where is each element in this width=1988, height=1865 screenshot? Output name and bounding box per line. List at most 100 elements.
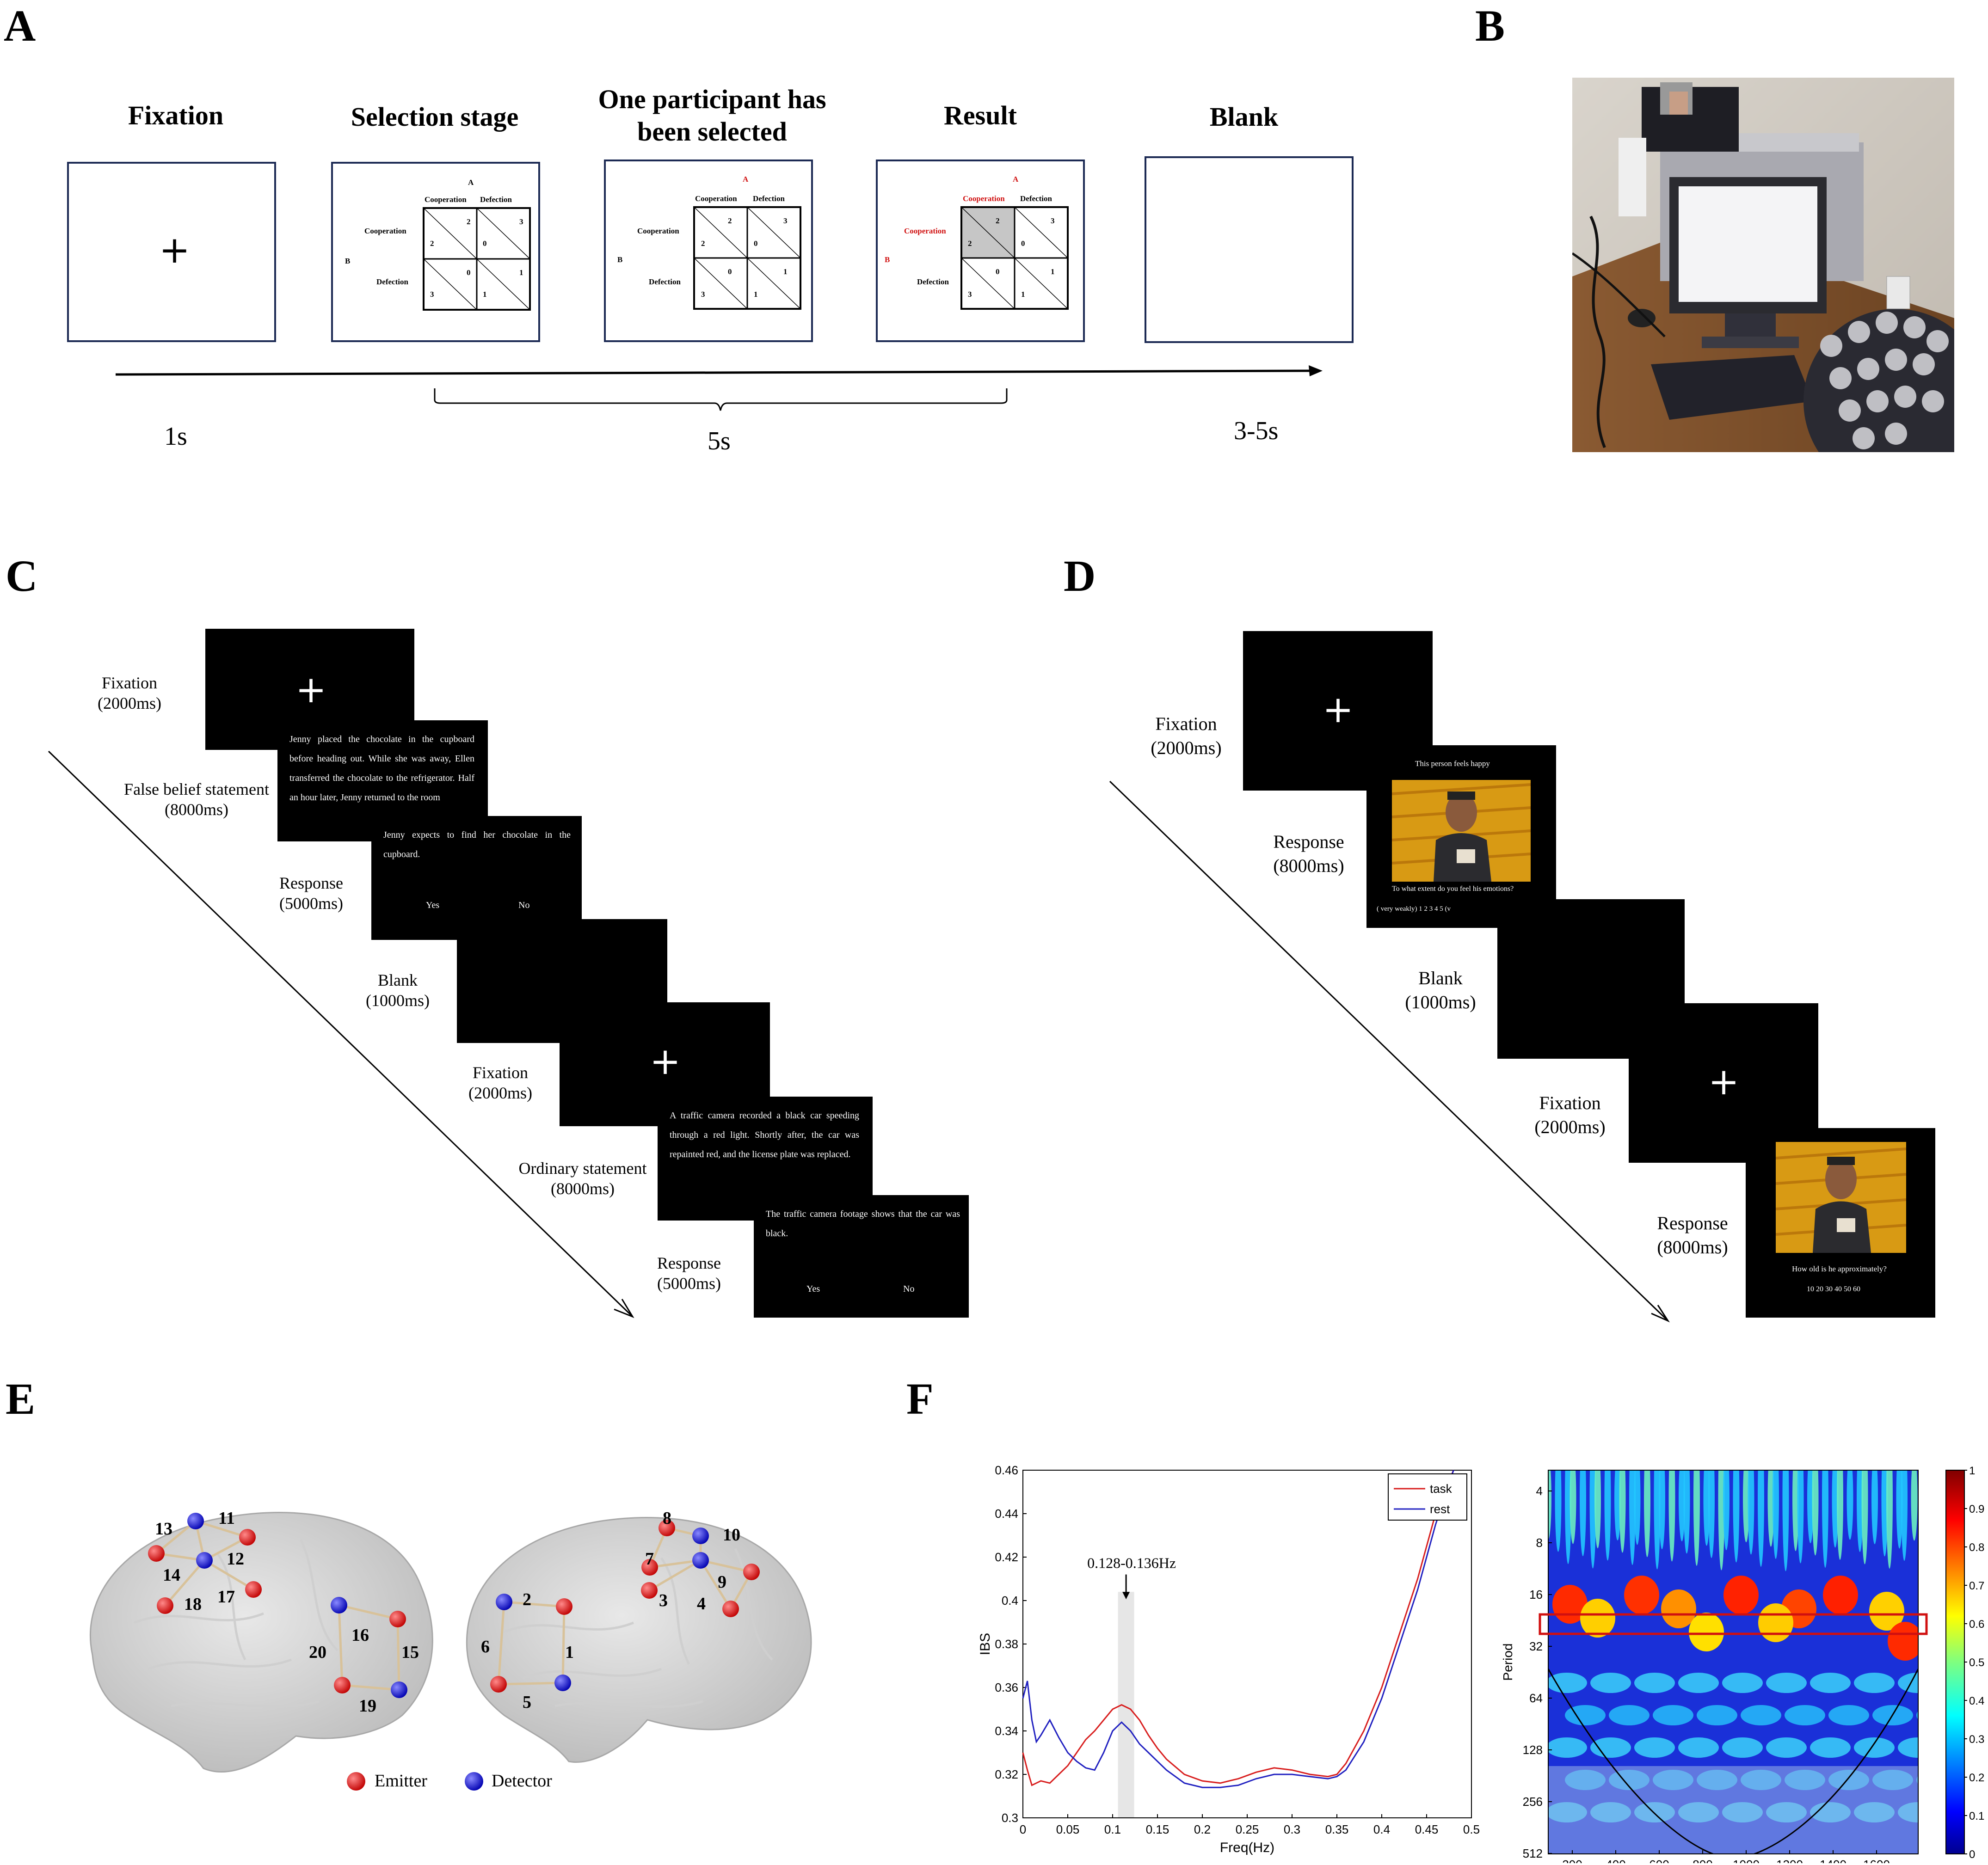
y-tick-label: 0.34 xyxy=(995,1724,1018,1738)
x-tick-label: 1400 xyxy=(1820,1858,1846,1863)
coherence-wave xyxy=(1609,1705,1649,1725)
coherence-streak xyxy=(1679,1470,1685,1541)
payoff-dc-a: 0 xyxy=(467,268,471,277)
payoff-cd-b: 0 xyxy=(483,239,487,248)
payoff-cd-b-3: 0 xyxy=(1021,239,1025,248)
coherence-wave xyxy=(1766,1673,1807,1693)
x-tick-label: 0.1 xyxy=(1104,1822,1121,1836)
payoff-cc-a-2: 2 xyxy=(728,216,732,225)
colorbar-tick-label: 0.4 xyxy=(1969,1695,1984,1707)
coherence-streak xyxy=(1861,1470,1868,1564)
ch-19: 19 xyxy=(359,1696,376,1716)
y-axis-label: Period xyxy=(1501,1644,1515,1681)
coherence-blob xyxy=(1689,1613,1724,1651)
payoff-cd-a-2: 3 xyxy=(783,216,788,225)
fixation-cross: + xyxy=(159,228,191,271)
coherence-streak xyxy=(1792,1470,1799,1551)
panel-label-d: D xyxy=(1064,551,1096,601)
payoff-matrix-selection xyxy=(423,207,531,311)
x-tick-label: 200 xyxy=(1562,1858,1582,1863)
c-response-text-1: Jenny expects to find her chocolate in t… xyxy=(383,830,571,859)
d-fixation-cross-2: + xyxy=(1708,1060,1740,1103)
stage-title-fixation: Fixation xyxy=(128,100,224,130)
d-label-fixation-2: Fixation(2000ms) xyxy=(1534,1092,1606,1137)
legend-detector: Detector xyxy=(492,1771,552,1791)
payoff-dc-b-3: 3 xyxy=(968,290,972,299)
legend-label-task: task xyxy=(1430,1482,1453,1496)
payoff-dd-a-3: 1 xyxy=(1051,267,1055,276)
d-resp2-question: How old is he approximately? xyxy=(1792,1264,1887,1273)
x-tick-label: 1600 xyxy=(1863,1858,1890,1863)
coherence-streak xyxy=(1881,1470,1888,1557)
ch-6: 6 xyxy=(481,1637,490,1656)
ch-8: 8 xyxy=(663,1509,671,1528)
coherence-streak xyxy=(1812,1470,1819,1556)
ch-14: 14 xyxy=(163,1565,180,1585)
payoff-matrix-selected xyxy=(693,206,801,310)
y-tick-label: 0.4 xyxy=(1002,1594,1018,1607)
x-tick-label: 0.05 xyxy=(1056,1822,1080,1836)
coherence-streak xyxy=(1911,1470,1918,1541)
coherence-streak xyxy=(1773,1470,1779,1559)
coherence-wave xyxy=(1741,1705,1781,1725)
coherence-wave xyxy=(1697,1705,1737,1725)
coherence-streak xyxy=(1614,1470,1621,1540)
y-tick-label: 4 xyxy=(1536,1484,1543,1498)
lab-setup-photo xyxy=(1572,78,1954,452)
coherence-streak xyxy=(1644,1470,1650,1557)
coherence-wave xyxy=(1653,1705,1693,1725)
colorbar-tick-label: 1 xyxy=(1969,1465,1975,1477)
coherence-streak xyxy=(1807,1470,1814,1543)
c-label-blank: Blank(1000ms) xyxy=(366,971,430,1010)
coherence-wave xyxy=(1565,1705,1606,1725)
x-tick-label: 0.35 xyxy=(1325,1822,1349,1836)
fixation-screen: + xyxy=(67,162,276,342)
coherence-streak xyxy=(1703,1470,1710,1546)
payoff-dd-a: 1 xyxy=(519,268,523,277)
coherence-streak xyxy=(1733,1470,1740,1563)
ch-3: 3 xyxy=(659,1591,668,1610)
stage-title-selected: One participant has been selected xyxy=(598,84,826,147)
colorbar-tick-label: 0.6 xyxy=(1969,1618,1984,1631)
y-tick-label: 0.46 xyxy=(995,1463,1018,1477)
d-face-image-1 xyxy=(1392,780,1531,882)
coherence-streak xyxy=(1668,1470,1675,1562)
x-tick-label: 0.2 xyxy=(1194,1822,1211,1836)
player-a-label-selected: A xyxy=(743,175,749,184)
coherence-wave xyxy=(1634,1673,1675,1693)
colorbar-tick-label: 0.8 xyxy=(1969,1541,1984,1554)
time-selection: 5s xyxy=(708,427,731,455)
col-cooperation-result: Cooperation xyxy=(963,194,1005,203)
coherence-wave xyxy=(1854,1737,1895,1758)
y-tick-label: 32 xyxy=(1529,1639,1543,1653)
c-yes-option-1: Yes xyxy=(426,900,440,910)
player-b-label-result: B xyxy=(885,255,890,264)
coherence-wave xyxy=(1590,1673,1631,1693)
panel-label-f: F xyxy=(906,1374,934,1423)
coherence-streak xyxy=(1723,1470,1729,1550)
c-no-option-1: No xyxy=(518,900,530,910)
coherence-streak xyxy=(1767,1470,1774,1547)
coherence-streak xyxy=(1654,1470,1661,1570)
panel-label-a: A xyxy=(4,1,36,50)
player-a-label: A xyxy=(468,178,474,187)
player-b-label-2: B xyxy=(617,255,623,264)
ch-11: 11 xyxy=(218,1509,235,1528)
coherence-streak xyxy=(1569,1470,1576,1544)
y-tick-label: 256 xyxy=(1523,1795,1543,1809)
x-tick-label: 0.4 xyxy=(1373,1822,1390,1836)
c-false-belief-text: Jenny placed the chocolate in the cupboa… xyxy=(289,734,474,803)
coherence-wave xyxy=(1548,1673,1587,1693)
ch-17: 17 xyxy=(217,1587,235,1607)
coherence-wave xyxy=(1810,1673,1851,1693)
payoff-dc-b: 3 xyxy=(430,290,434,299)
x-tick-label: 800 xyxy=(1693,1858,1712,1863)
c-label-response-2: Response(5000ms) xyxy=(657,1254,721,1293)
coherence-streak xyxy=(1604,1470,1611,1561)
ch-7: 7 xyxy=(645,1549,654,1569)
coherence-blob xyxy=(1888,1622,1918,1661)
coherence-streak xyxy=(1896,1470,1903,1549)
y-tick-label: 128 xyxy=(1523,1743,1543,1757)
stage-title-selection: Selection stage xyxy=(351,102,519,132)
